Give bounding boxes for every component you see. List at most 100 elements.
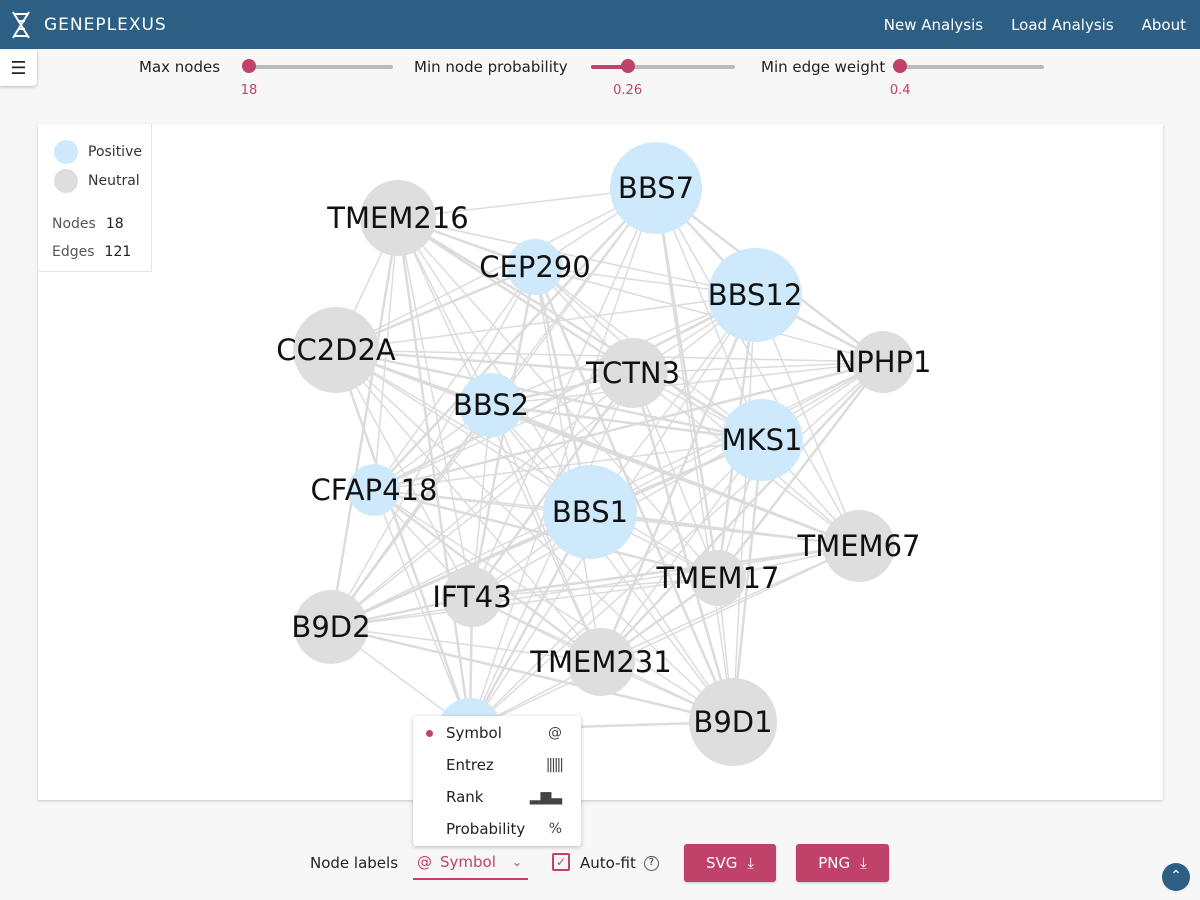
selected-value: Symbol	[440, 853, 496, 871]
edge	[469, 439, 763, 731]
node-bbs12[interactable]: BBS12	[708, 248, 803, 342]
node-circle[interactable]	[610, 142, 702, 234]
menu-button[interactable]: ☰	[0, 50, 37, 86]
node-circle[interactable]	[293, 307, 379, 393]
edge	[330, 577, 719, 628]
node-circle[interactable]	[442, 567, 502, 627]
node-circle[interactable]	[721, 399, 803, 481]
node-label: CC2D2A	[276, 333, 396, 367]
at-icon: @	[548, 725, 562, 741]
node-bbs1[interactable]: BBS1	[543, 465, 637, 559]
edge	[631, 372, 735, 723]
slider-thumb[interactable]	[893, 59, 908, 73]
node-label: TMEM67	[797, 529, 921, 563]
edge	[600, 439, 763, 663]
min-edge-weight-slider[interactable]: Min edge weight 0.4	[761, 58, 1045, 98]
node-ift43[interactable]: IFT43	[432, 567, 512, 627]
node-circle[interactable]	[507, 239, 563, 295]
neutral-swatch	[54, 169, 78, 193]
podium-icon: ▂▆▃	[529, 789, 562, 805]
dna-logo-icon	[12, 10, 30, 39]
option-symbol[interactable]: Symbol@	[446, 721, 576, 745]
node-tmem67[interactable]: TMEM67	[797, 510, 921, 582]
node-b9d1[interactable]: B9D1	[689, 678, 777, 766]
node-circle[interactable]	[823, 510, 895, 582]
edge	[397, 216, 763, 442]
help-icon[interactable]: ?	[643, 855, 659, 871]
node-label: BBS12	[708, 278, 803, 312]
autofit-checkbox[interactable]: ✓	[552, 853, 570, 871]
download-png-button[interactable]: PNG⤓	[796, 844, 889, 882]
node-label: TCTN3	[585, 356, 680, 390]
nodes-count: 18	[105, 216, 124, 232]
node-cfap418[interactable]: CFAP418	[311, 464, 438, 516]
nav-about[interactable]: About	[1141, 15, 1186, 34]
option-entrez[interactable]: Entrez||||||	[446, 753, 576, 777]
slider-thumb[interactable]	[620, 59, 635, 73]
edge	[469, 545, 860, 731]
slider-thumb[interactable]	[242, 59, 257, 73]
node-b9d2[interactable]: B9D2	[291, 590, 371, 664]
option-probability[interactable]: Probability%	[446, 817, 576, 841]
edge	[490, 403, 763, 442]
node-cc2d2a[interactable]: CC2D2A	[276, 307, 396, 393]
option-label: Probability	[446, 820, 526, 838]
min-node-probability-slider[interactable]: Min node probability 0.26	[414, 58, 735, 98]
max-nodes-slider[interactable]: Max nodes 18	[139, 58, 394, 98]
node-circle[interactable]	[690, 550, 746, 606]
node-label: CFAP418	[311, 473, 438, 507]
node-bbs7[interactable]: BBS7	[610, 142, 702, 234]
scroll-top-button[interactable]: ⌃	[1162, 863, 1190, 891]
node-circle[interactable]	[567, 628, 635, 696]
button-label: PNG	[818, 854, 851, 872]
node-circle[interactable]	[459, 373, 523, 437]
node-circle[interactable]	[598, 338, 668, 408]
node-circle[interactable]	[852, 331, 914, 393]
app-header: GENEPLEXUS New Analysis Load Analysis Ab…	[0, 0, 1200, 49]
edge	[469, 361, 884, 731]
node-cep290[interactable]: CEP290	[479, 239, 591, 295]
node-tmem231[interactable]: TMEM231	[529, 628, 672, 696]
nav-load-analysis[interactable]: Load Analysis	[1011, 15, 1114, 34]
node-label: TMEM231	[529, 645, 671, 679]
hamburger-icon: ☰	[10, 57, 27, 79]
chevron-down-icon: ⌄	[511, 855, 522, 869]
edge	[397, 216, 634, 375]
node-bbs2[interactable]: BBS2	[453, 373, 529, 437]
slider-value: 18	[240, 83, 258, 98]
node-label: B9D2	[291, 610, 370, 644]
node-circle[interactable]	[543, 465, 637, 559]
edge	[632, 361, 884, 374]
node-labels-select[interactable]: @Symbol⌄	[413, 846, 528, 880]
node-tmem17[interactable]: TMEM17	[656, 550, 780, 606]
edge	[330, 626, 602, 663]
node-labels-label: Node labels	[310, 854, 399, 872]
slider-value: 0.4	[889, 83, 911, 98]
option-label: Entrez	[446, 756, 494, 774]
edge	[335, 348, 763, 442]
node-label: NPHP1	[835, 345, 932, 379]
option-rank[interactable]: Rank▂▆▃	[446, 785, 576, 809]
edge	[490, 404, 734, 723]
download-svg-button[interactable]: SVG⤓	[684, 844, 776, 882]
node-tmem216[interactable]: TMEM216	[326, 180, 469, 256]
node-circle[interactable]	[348, 464, 400, 516]
node-tctn3[interactable]: TCTN3	[585, 338, 680, 408]
node-label: TMEM216	[326, 201, 468, 235]
positive-swatch	[54, 140, 78, 164]
edge	[329, 404, 493, 628]
node-circle[interactable]	[689, 678, 777, 766]
legend-neutral: Neutral	[88, 173, 140, 189]
edge	[330, 545, 860, 628]
node-circle[interactable]	[708, 248, 802, 342]
node-mks1[interactable]: MKS1	[721, 399, 803, 481]
node-circle[interactable]	[360, 180, 436, 256]
nav-new-analysis[interactable]: New Analysis	[883, 15, 984, 34]
node-nphp1[interactable]: NPHP1	[835, 331, 932, 393]
edge	[330, 625, 734, 724]
edge	[373, 293, 756, 492]
node-circle[interactable]	[294, 590, 368, 664]
